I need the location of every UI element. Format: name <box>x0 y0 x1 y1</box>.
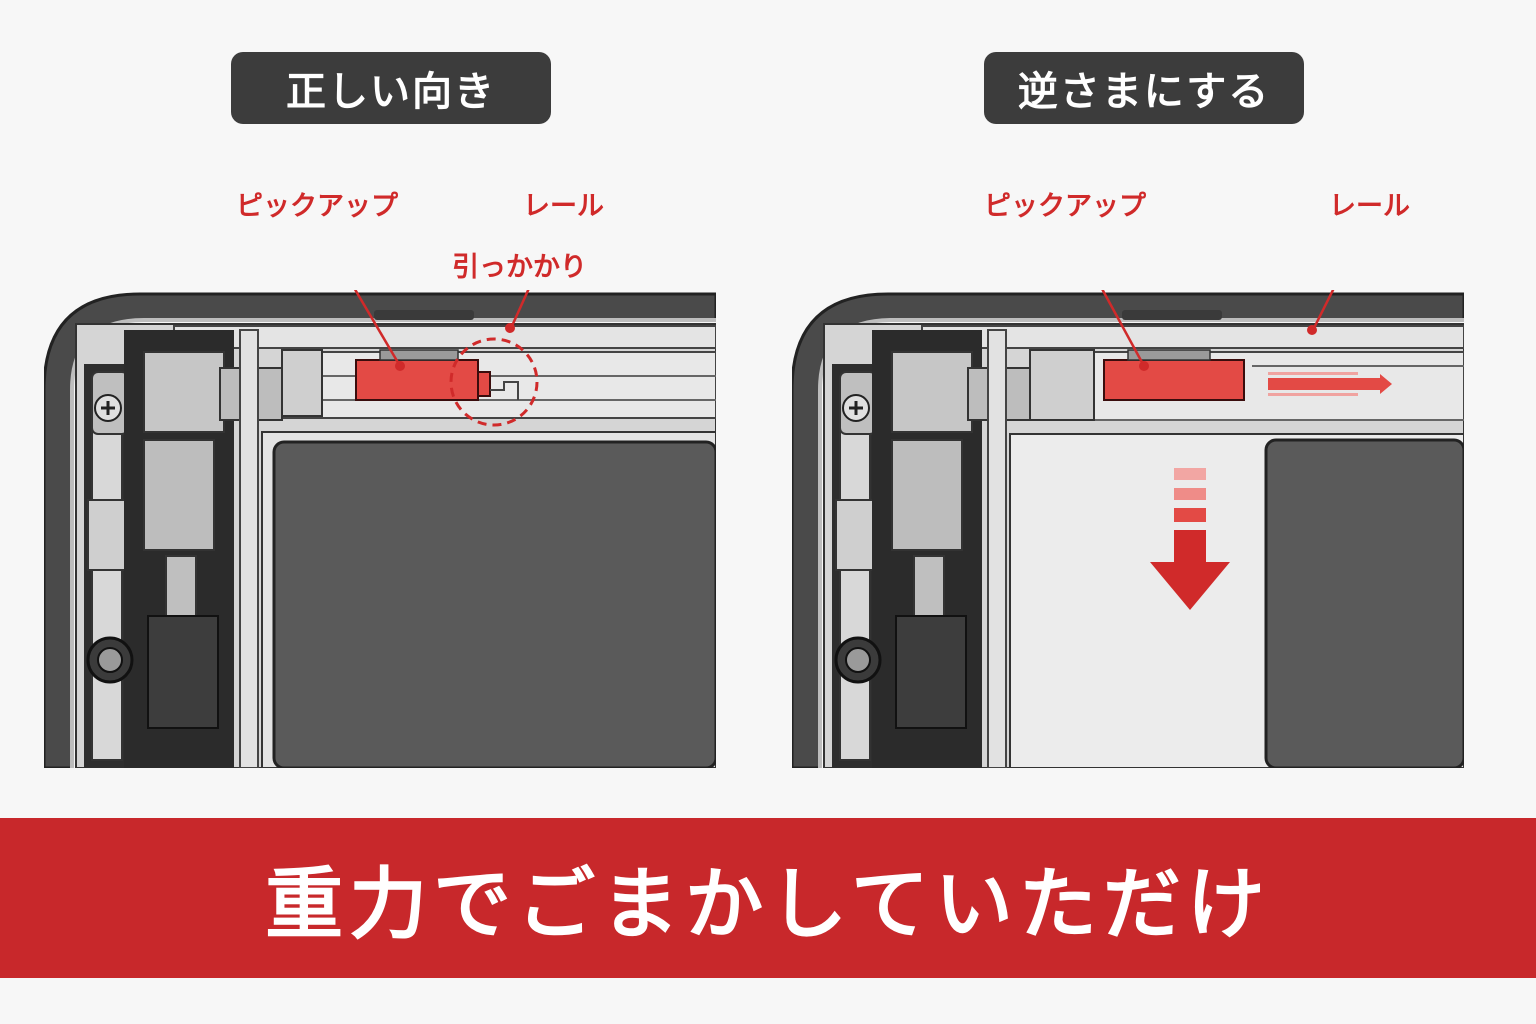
summary-banner: 重力でごまかしていただけ <box>0 818 1536 978</box>
catch-circle-icon <box>449 337 539 427</box>
title-correct-orientation: 正しい向き <box>231 52 551 124</box>
slide-arrow-icon <box>1268 372 1392 396</box>
title-upside-down: 逆さまにする <box>984 52 1304 124</box>
label-pickup-right: ピックアップ <box>984 191 1146 222</box>
screw-icon <box>839 371 877 435</box>
label-pickup-left: ピックアップ <box>236 191 398 222</box>
diagram-correct-orientation <box>44 290 716 768</box>
label-rail-left: レール <box>523 191 604 222</box>
screw-icon <box>91 371 129 435</box>
diagram-upside-down <box>792 290 1464 768</box>
gravity-arrow-icon <box>1150 468 1230 610</box>
banner-text: 重力でごまかしていただけ <box>265 860 1271 950</box>
label-rail-right: レール <box>1329 191 1410 222</box>
label-catch: 引っかかり <box>452 252 587 283</box>
